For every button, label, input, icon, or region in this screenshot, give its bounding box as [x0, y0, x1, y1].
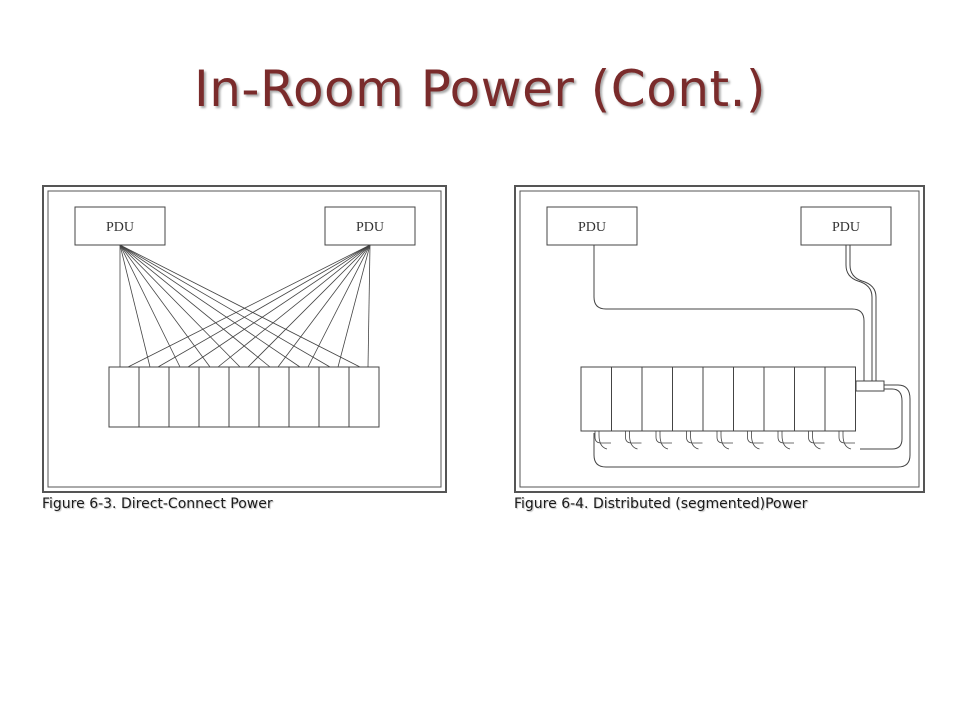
- whip: [747, 431, 764, 444]
- whip: [686, 431, 703, 444]
- rack: [641, 366, 673, 432]
- feed-cable-right-a: [845, 245, 873, 381]
- whip: [812, 431, 821, 450]
- rack: [611, 366, 643, 432]
- cable-line: [367, 244, 371, 368]
- rack: [702, 366, 734, 432]
- room-inner-border: [47, 190, 442, 488]
- whip: [594, 431, 611, 444]
- cable-line: [119, 244, 331, 368]
- whip: [716, 431, 733, 444]
- whip: [720, 431, 730, 450]
- rack-row: [580, 366, 856, 432]
- rack: [580, 366, 612, 432]
- rack: [733, 366, 765, 432]
- pdu-label-right: PDU: [356, 220, 384, 235]
- cable-line: [217, 244, 371, 368]
- whip: [598, 431, 608, 450]
- rack: [198, 366, 230, 428]
- whip: [625, 431, 642, 444]
- cable-line: [119, 244, 241, 368]
- rack: [318, 366, 350, 428]
- cable-line: [119, 244, 211, 368]
- rack: [138, 366, 170, 428]
- whip: [842, 431, 852, 450]
- loop-cable-inner: [860, 388, 903, 450]
- whip: [781, 431, 791, 450]
- cable-line: [119, 244, 271, 368]
- pdu-label-left: PDU: [578, 220, 606, 235]
- whip: [751, 431, 760, 450]
- distributed-diagram: PDU PDU: [514, 185, 925, 493]
- feed-cable-left: [593, 245, 865, 381]
- caption-figure-6-4: Figure 6-4. Distributed (segmented)Power: [514, 496, 808, 512]
- cable-line: [119, 244, 181, 368]
- room-outer-border: [514, 185, 925, 493]
- rack: [348, 366, 380, 428]
- cable-line: [127, 244, 371, 368]
- cable-line: [187, 244, 371, 368]
- cable-line: [247, 244, 371, 368]
- rack-row: [108, 366, 380, 428]
- feed-cable-right-b: [849, 245, 877, 381]
- whip: [655, 431, 672, 444]
- whip: [777, 431, 794, 444]
- pdu-box-left: [546, 206, 638, 246]
- cable-line: [119, 244, 301, 368]
- distribution-block: [855, 380, 885, 392]
- pdu-label-right: PDU: [832, 220, 860, 235]
- whip: [629, 431, 638, 450]
- rack: [672, 366, 704, 432]
- pdu-label-left: PDU: [106, 220, 134, 235]
- cable-line: [157, 244, 371, 368]
- loop-cable-outer: [593, 384, 911, 468]
- whip: [838, 431, 855, 444]
- cable-line: [119, 244, 361, 368]
- room-outer-border: [42, 185, 447, 493]
- rack: [168, 366, 200, 428]
- rack: [228, 366, 260, 428]
- rack: [824, 366, 856, 432]
- caption-figure-6-3: Figure 6-3. Direct-Connect Power: [42, 496, 273, 512]
- room-inner-border: [519, 190, 920, 488]
- whip: [690, 431, 699, 450]
- pdu-box-left: [74, 206, 166, 246]
- rack: [288, 366, 320, 428]
- figure-distributed: PDU PDU: [514, 185, 926, 495]
- direct-cable-lines: [119, 244, 371, 368]
- cable-line: [119, 244, 151, 368]
- rack: [108, 366, 140, 428]
- distribution-whips: [594, 431, 855, 450]
- cable-line: [337, 244, 371, 368]
- slide-title: In-Room Power (Cont.): [193, 60, 767, 118]
- cable-line: [307, 244, 371, 368]
- whip: [659, 431, 669, 450]
- rack: [258, 366, 290, 428]
- direct-connect-diagram: PDU PDU: [42, 185, 447, 493]
- whip: [808, 431, 825, 444]
- rack: [763, 366, 795, 432]
- cable-line: [277, 244, 371, 368]
- figure-direct-connect: PDU PDU: [42, 185, 448, 495]
- rack: [794, 366, 826, 432]
